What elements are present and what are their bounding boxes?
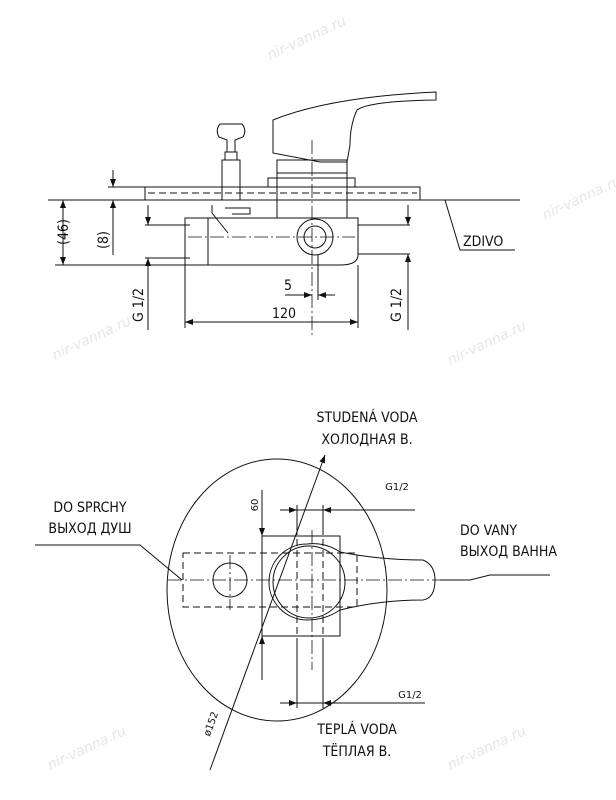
dim-46: (46)	[56, 219, 72, 245]
shower-label: DO SPRCHY	[53, 500, 127, 516]
thread-right: G 1/2	[389, 288, 405, 322]
hot-water-label-ru: ТЁПЛАЯ В.	[322, 742, 392, 760]
dim-8: (8)	[96, 231, 112, 249]
front-view: G1/2 G1/2 60 ø152 STUDENÁ VODA ХОЛОДНАЯ …	[35, 409, 557, 771]
wall-label: ZDIVO	[463, 234, 503, 250]
hot-water-label: TEPLÁ VODA	[316, 721, 397, 738]
watermark: nir-vanna.ru	[45, 723, 129, 774]
lever-top	[268, 543, 436, 621]
cold-water-label: STUDENÁ VODA	[317, 409, 418, 426]
watermarks: nir-vanna.ru nir-vanna.ru nir-vanna.ru n…	[45, 13, 616, 774]
side-view: (46) (8) G 1/2 G 1/2 120 5 ZDIVO	[48, 91, 520, 335]
shower-label-ru: ВЫХОД ДУШ	[48, 521, 131, 537]
diameter-label: ø152	[202, 710, 221, 737]
cover-plate-circle	[166, 458, 388, 722]
watermark: nir-vanna.ru	[445, 723, 529, 774]
valve-body	[184, 217, 359, 266]
watermark: nir-vanna.ru	[445, 318, 529, 369]
outlet-port	[296, 218, 334, 256]
thread-bottom: G1/2	[398, 690, 422, 701]
diverter-knob	[216, 123, 246, 152]
diverter-stem	[221, 159, 241, 201]
dim-5: 5	[284, 278, 292, 294]
diameter-line	[209, 454, 326, 771]
bath-label-ru: ВЫХОД ВАННА	[460, 544, 557, 560]
lever-handle	[272, 91, 437, 163]
bath-label: DO VANY	[460, 523, 517, 539]
thread-left: G 1/2	[131, 288, 147, 322]
cold-water-label-ru: ХОЛОДНАЯ В.	[321, 432, 412, 448]
watermark: nir-vanna.ru	[265, 13, 349, 64]
watermark: nir-vanna.ru	[540, 173, 616, 224]
thread-top: G1/2	[385, 482, 409, 493]
dim-60: 60	[250, 499, 261, 512]
dim-120: 120	[272, 306, 296, 322]
watermark: nir-vanna.ru	[50, 313, 134, 364]
